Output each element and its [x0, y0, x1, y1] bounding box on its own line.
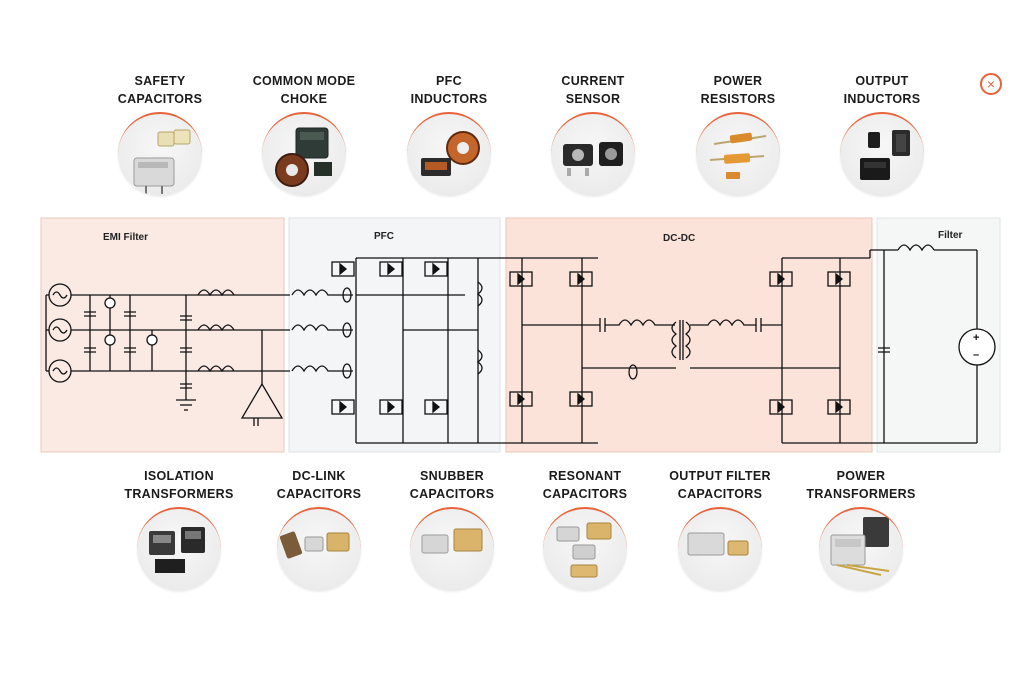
- safety-capacitors-image: [118, 112, 202, 196]
- close-icon: ×: [986, 76, 996, 92]
- component-label: RESONANT CAPACITORS: [542, 469, 628, 501]
- component-output-filter-capacitors[interactable]: OUTPUT FILTER CAPACITORS: [652, 467, 788, 591]
- power-transformers-image: [819, 507, 903, 591]
- zone-emi-filter: EMI Filter: [40, 217, 285, 453]
- component-label: SAFETY CAPACITORS: [117, 74, 203, 106]
- component-current-sensor[interactable]: CURRENT SENSOR: [525, 72, 661, 196]
- component-label: ISOLATION TRANSFORMERS: [124, 469, 234, 501]
- snubber-capacitors-image: [410, 507, 494, 591]
- dc-link-capacitors-image: [277, 507, 361, 591]
- zone-label-filter: Filter: [938, 230, 963, 241]
- resonant-capacitors-image: [543, 507, 627, 591]
- component-label: POWER RESISTORS: [700, 74, 776, 106]
- current-sensor-image: [551, 112, 635, 196]
- zone-label-emi-filter: EMI Filter: [103, 232, 148, 243]
- source-plus: +: [973, 332, 979, 344]
- component-power-transformers[interactable]: POWER TRANSFORMERS: [793, 467, 929, 591]
- zone-pfc: PFC: [288, 217, 501, 453]
- component-label: POWER TRANSFORMERS: [806, 469, 916, 501]
- power-resistors-image: [696, 112, 780, 196]
- pfc-inductors-image: [407, 112, 491, 196]
- close-button[interactable]: ×: [980, 73, 1002, 95]
- component-label: DC-LINK CAPACITORS: [276, 469, 362, 501]
- component-isolation-transformers[interactable]: ISOLATION TRANSFORMERS: [111, 467, 247, 591]
- component-resonant-capacitors[interactable]: RESONANT CAPACITORS: [517, 467, 653, 591]
- component-safety-capacitors[interactable]: SAFETY CAPACITORS: [92, 72, 228, 196]
- component-common-mode-choke[interactable]: COMMON MODE CHOKE: [236, 72, 372, 196]
- isolation-transformers-image: [137, 507, 221, 591]
- output-inductors-image: [840, 112, 924, 196]
- output-filter-capacitors-image: [678, 507, 762, 591]
- component-label: COMMON MODE CHOKE: [252, 74, 356, 106]
- common-mode-choke-image: [262, 112, 346, 196]
- schematic-wiring: [45, 244, 996, 444]
- component-snubber-capacitors[interactable]: SNUBBER CAPACITORS: [384, 467, 520, 591]
- component-label: OUTPUT INDUCTORS: [843, 74, 921, 106]
- component-label: PFC INDUCTORS: [410, 74, 488, 106]
- component-dc-link-capacitors[interactable]: DC-LINK CAPACITORS: [251, 467, 387, 591]
- zone-label-dc-dc: DC-DC: [663, 233, 695, 244]
- component-label: CURRENT SENSOR: [561, 74, 625, 106]
- component-pfc-inductors[interactable]: PFC INDUCTORS: [381, 72, 517, 196]
- component-label: SNUBBER CAPACITORS: [409, 469, 495, 501]
- source-minus: –: [973, 349, 979, 361]
- component-power-resistors[interactable]: POWER RESISTORS: [670, 72, 806, 196]
- component-label: OUTPUT FILTER CAPACITORS: [669, 469, 771, 501]
- component-output-inductors[interactable]: OUTPUT INDUCTORS: [814, 72, 950, 196]
- zone-label-pfc: PFC: [374, 231, 394, 242]
- zone-dc-dc: DC-DC: [505, 217, 873, 453]
